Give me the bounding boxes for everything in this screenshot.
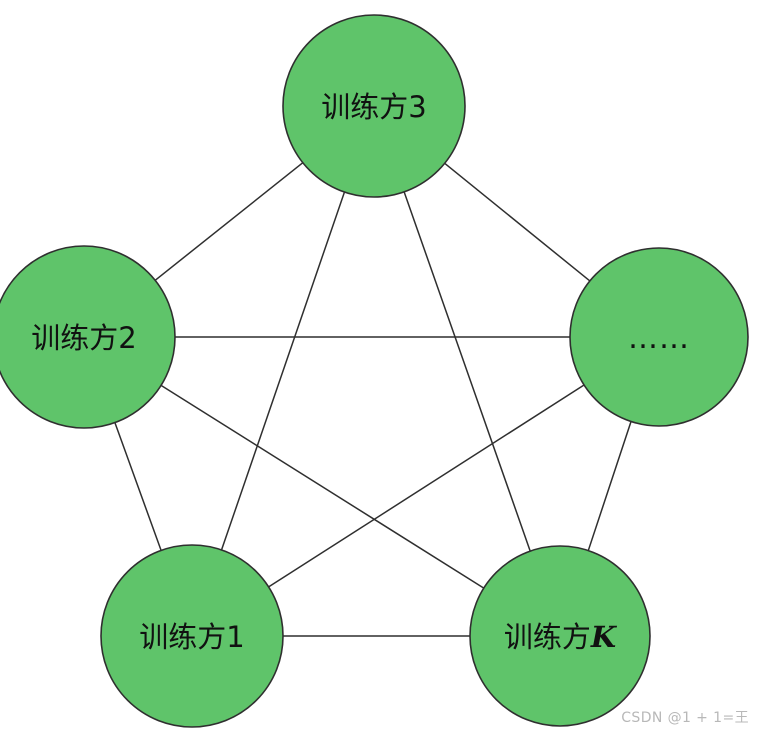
graph-node-partyK[interactable]: 训练方K — [469, 545, 651, 727]
node-circle-party2[interactable] — [0, 245, 176, 429]
graph-edge-partyEllipsis-party1 — [268, 384, 585, 588]
node-label-party1: 训练方1 — [139, 620, 244, 654]
graph-edge-partyEllipsis-partyK — [587, 421, 632, 551]
node-label-main-party2: 训练方2 — [31, 321, 136, 355]
graph-node-party2[interactable]: 训练方2 — [0, 245, 176, 429]
graph-edge-party2-partyK — [160, 384, 485, 589]
graph-edge-party3-partyK — [403, 191, 531, 552]
node-circle-partyK[interactable] — [469, 545, 651, 727]
graph-node-partyEllipsis[interactable]: …… — [569, 247, 749, 427]
node-label-suffix-partyK: K — [590, 620, 618, 654]
node-label-party2: 训练方2 — [31, 321, 136, 355]
graph-edge-party3-partyEllipsis — [444, 162, 591, 282]
node-label-partyK: 训练方K — [504, 620, 618, 654]
node-label-main-party3: 训练方3 — [321, 90, 426, 124]
node-label-main-partyEllipsis: …… — [628, 321, 690, 356]
node-circle-partyEllipsis[interactable] — [569, 247, 749, 427]
node-label-partyEllipsis: …… — [628, 321, 690, 356]
node-circle-party3[interactable] — [282, 14, 466, 198]
graph-edge-party2-party1 — [114, 422, 162, 551]
csdn-watermark: CSDN @1 + 1=王 — [621, 710, 749, 726]
node-label-party3: 训练方3 — [321, 90, 426, 124]
node-label-main-party1: 训练方1 — [139, 620, 244, 654]
nodes-layer: 训练方3 训练方2 …… 训练方1 训练方K — [0, 14, 749, 728]
node-circle-party1[interactable] — [100, 544, 284, 728]
graph-node-party3[interactable]: 训练方3 — [282, 14, 466, 198]
edges-layer — [114, 162, 632, 637]
graph-edge-party3-party2 — [154, 162, 304, 281]
node-label-main-partyK: 训练方 — [504, 620, 591, 654]
graph-node-party1[interactable]: 训练方1 — [100, 544, 284, 728]
graph-edge-party3-party1 — [220, 191, 346, 551]
